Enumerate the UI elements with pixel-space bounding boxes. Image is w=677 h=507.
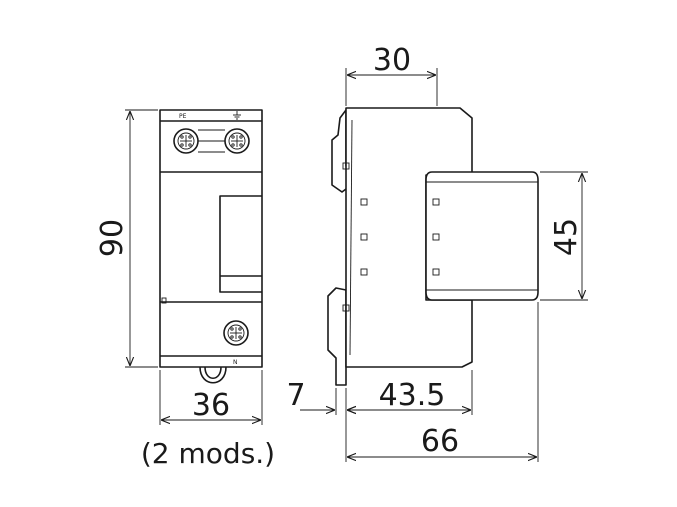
dimension-depth-total: 66	[347, 302, 539, 462]
dimension-cover-height-label: 45	[549, 218, 584, 256]
front-view: PE N	[159, 109, 263, 384]
dimension-top-width-label: 30	[373, 43, 411, 78]
terminal-screw-left	[173, 128, 199, 154]
terminal-label-n: N	[233, 359, 238, 366]
dimension-cover-height: 45	[540, 171, 588, 301]
dimension-depth-total-label: 66	[421, 424, 459, 459]
latch-mark	[161, 297, 167, 304]
din-clip-loop	[199, 366, 227, 384]
status-window	[219, 195, 262, 293]
dimension-height: 90	[95, 109, 158, 368]
plug-in-module	[425, 171, 539, 301]
dimension-width: 36 (2 mods.)	[141, 370, 275, 470]
dimension-height-label: 90	[95, 219, 130, 257]
terminal-screw-bottom	[223, 320, 249, 346]
terminal-label-pe: PE	[179, 113, 187, 120]
rail-hook-bottom	[327, 287, 347, 386]
dimension-depth-partial-label: 43.5	[379, 378, 446, 413]
dimension-rail-offset-label: 7	[286, 378, 305, 413]
dimension-depth-partial: 43.5	[347, 370, 473, 415]
dimension-width-label: 36	[192, 388, 230, 423]
dimension-top-width: 30	[345, 43, 438, 106]
side-markers	[342, 162, 440, 312]
earth-ground-icon	[233, 111, 241, 120]
modules-note: (2 mods.)	[141, 437, 275, 470]
terminal-screw-right	[224, 128, 250, 154]
dimension-rail-offset: 7	[286, 378, 368, 462]
side-view	[327, 107, 539, 386]
side-housing-inner-edge	[349, 119, 353, 356]
